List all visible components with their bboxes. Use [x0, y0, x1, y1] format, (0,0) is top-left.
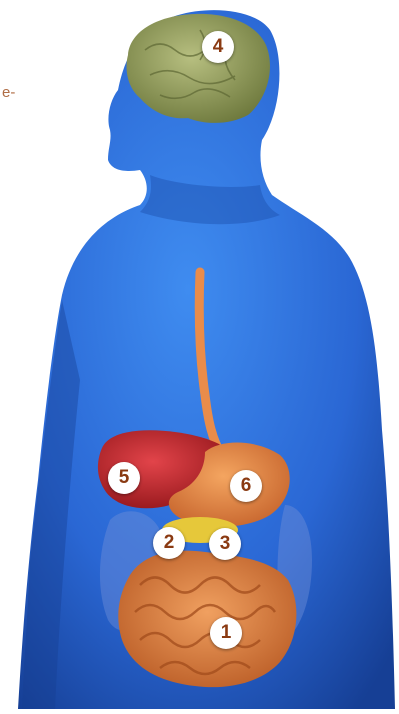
marker-3-pancreas: 3 [209, 528, 241, 560]
small-intestine [118, 551, 296, 688]
marker-1-small-intestine: 1 [210, 617, 242, 649]
marker-2-pancreas: 2 [153, 527, 185, 559]
caption-fragment: e- [2, 84, 15, 101]
marker-5-liver: 5 [108, 462, 140, 494]
marker-6-stomach: 6 [230, 470, 262, 502]
marker-4-brain: 4 [202, 31, 234, 63]
